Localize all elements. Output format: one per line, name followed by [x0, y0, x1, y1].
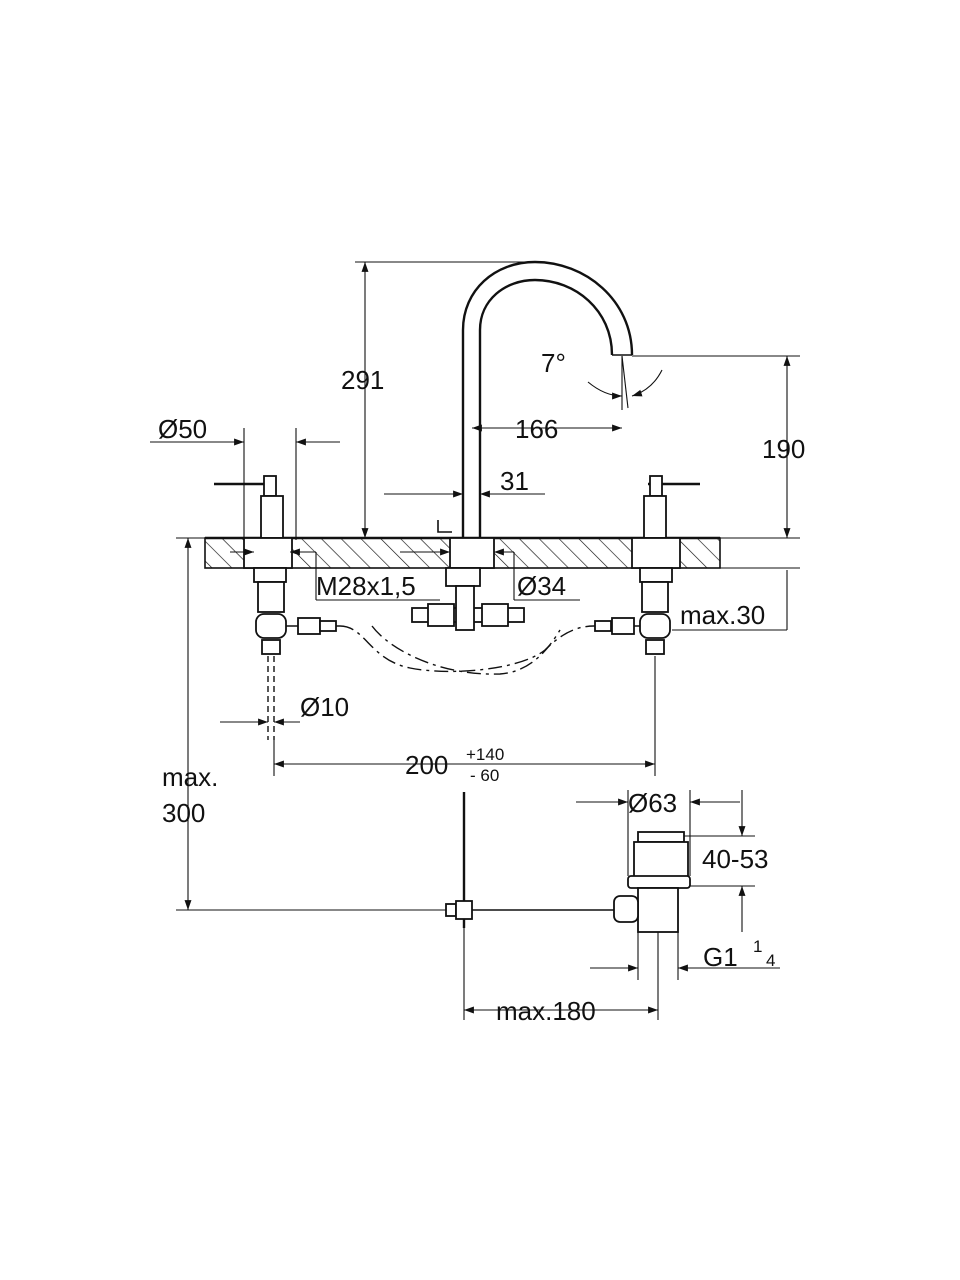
drain-assembly: [445, 792, 691, 933]
label-200: 200: [405, 750, 448, 780]
label-291: 291: [341, 365, 384, 395]
label-d34: Ø34: [517, 571, 566, 601]
label-200-plus: +140: [466, 745, 504, 764]
hose-connections: [286, 585, 640, 675]
label-300: 300: [162, 798, 205, 828]
label-40-53: 40-53: [702, 844, 769, 874]
left-handle: [214, 475, 293, 740]
label-7-deg: 7°: [541, 348, 566, 378]
label-31: 31: [500, 466, 529, 496]
right-handle: [631, 475, 700, 655]
label-190: 190: [762, 434, 805, 464]
label-200-minus: - 60: [470, 766, 499, 785]
label-g1: G1: [703, 942, 738, 972]
label-max: max.: [162, 762, 218, 792]
dimension-lines: [150, 261, 800, 1020]
label-g1-den: 4: [766, 951, 775, 970]
label-166: 166: [515, 414, 558, 444]
label-d63: Ø63: [628, 788, 677, 818]
label-max30: max.30: [680, 600, 765, 630]
label-max180: max.180: [496, 996, 596, 1026]
label-d50: Ø50: [158, 414, 207, 444]
label-d10: Ø10: [300, 692, 349, 722]
label-g1-num: 1: [753, 937, 762, 956]
spout: [437, 260, 634, 587]
dimension-labels: 291 7° 166 190 Ø50 31 M28x1,5 Ø34 max.30…: [158, 348, 805, 1026]
label-m28: M28x1,5: [316, 571, 416, 601]
